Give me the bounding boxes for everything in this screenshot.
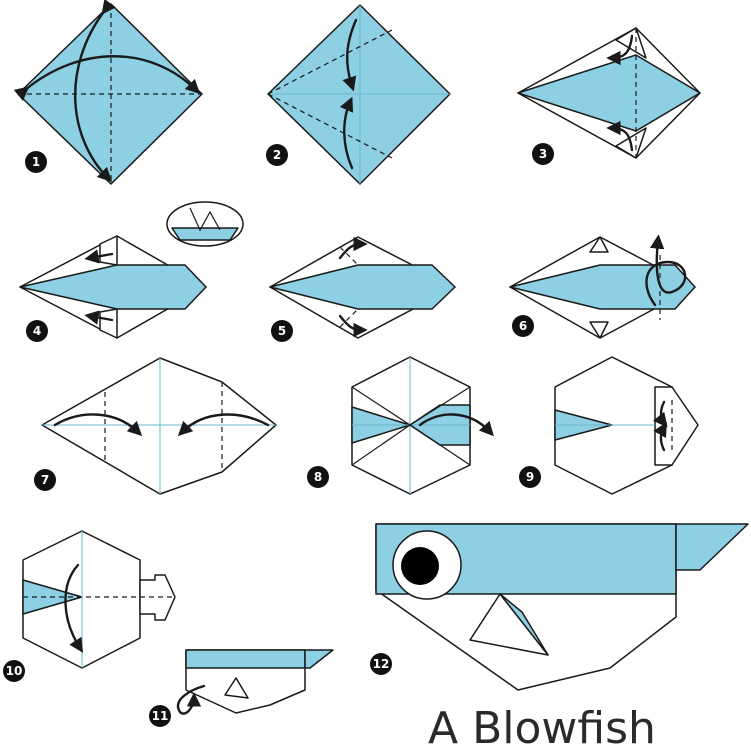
step-10-figure [22, 530, 176, 669]
step-5-number: 5 [278, 324, 286, 338]
step-11-badge: 11 [149, 705, 171, 727]
step-9-number: 9 [526, 470, 534, 484]
step-2-number: 2 [273, 148, 281, 162]
step-4-badge: 4 [26, 320, 48, 342]
step-12-number: 12 [373, 657, 390, 671]
step-10-badge: 10 [3, 660, 25, 682]
step-7-number: 7 [41, 473, 49, 487]
step-4-number: 4 [33, 324, 41, 338]
step-6-number: 6 [519, 319, 527, 333]
step-7-figure [41, 357, 277, 495]
diagram-title: A Blowfish [428, 703, 656, 750]
step-8-figure [351, 356, 494, 495]
fish-pupil [401, 547, 439, 585]
step-4-figure [19, 201, 244, 339]
step-1-number: 1 [32, 155, 40, 169]
step-2-badge: 2 [266, 144, 288, 166]
step-5-figure [269, 236, 456, 339]
step-12-blowfish [375, 523, 749, 691]
step-6-badge: 6 [512, 315, 534, 337]
step-11-figure [176, 649, 334, 715]
step-2-figure [267, 4, 451, 185]
step-6-figure [509, 234, 696, 339]
step-9-figure [554, 356, 699, 495]
step-8-badge: 8 [307, 466, 329, 488]
step-7-badge: 7 [34, 469, 56, 491]
step-3-number: 3 [539, 147, 547, 161]
step-5-badge: 5 [271, 320, 293, 342]
step-12-badge: 12 [370, 653, 392, 675]
step-3-badge: 3 [532, 143, 554, 165]
step-9-badge: 9 [519, 466, 541, 488]
step-1-figure [13, 0, 203, 185]
step-10-number: 10 [6, 664, 23, 678]
step-8-number: 8 [314, 470, 322, 484]
step-1-badge: 1 [25, 151, 47, 173]
step-3-figure [517, 27, 701, 159]
step-11-number: 11 [152, 709, 169, 723]
